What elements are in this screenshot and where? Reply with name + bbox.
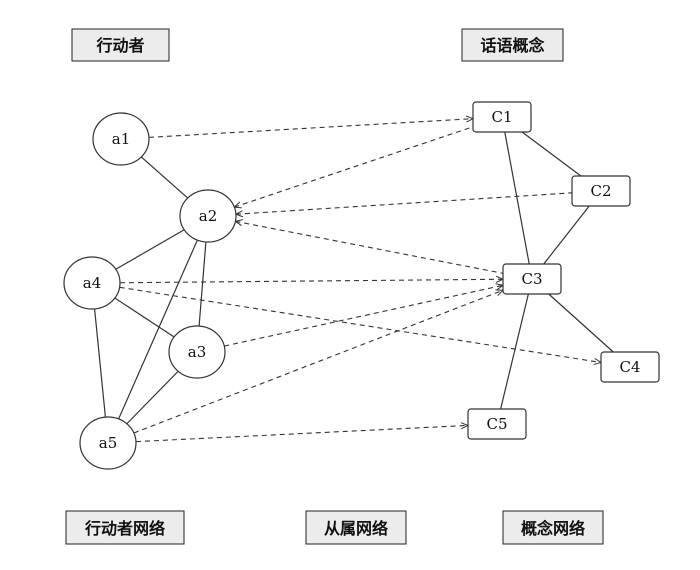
concept-edge-C1-C3 bbox=[504, 131, 530, 265]
concept-node-C4: C4 bbox=[600, 351, 660, 383]
concept-node-label: C4 bbox=[619, 358, 640, 376]
actor-network-label: 行动者网络 bbox=[65, 510, 185, 545]
concept-node-shape bbox=[472, 101, 532, 133]
concept-edge-C2-C3 bbox=[543, 205, 590, 265]
concept-network-label-text: 概念网络 bbox=[521, 519, 585, 538]
concept-node-label: C1 bbox=[491, 108, 512, 126]
concept-edge-C1-C2 bbox=[521, 131, 582, 177]
concept-node-C3: C3 bbox=[502, 263, 562, 295]
actor-node-label: a5 bbox=[99, 434, 118, 452]
affiliation-edge-a2-C3 bbox=[235, 221, 504, 274]
actor-node-a2: a2 bbox=[179, 189, 237, 243]
actor-node-label: a1 bbox=[112, 130, 131, 148]
edges-layer bbox=[93, 119, 614, 443]
actors-header-text: 行动者 bbox=[95, 36, 144, 55]
actor-network-label-text: 行动者网络 bbox=[84, 519, 165, 538]
actor-node-shape bbox=[92, 112, 150, 166]
actor-edge-a1-a2 bbox=[140, 156, 189, 199]
actors-header: 行动者 bbox=[71, 28, 170, 62]
concept-edge-C3-C4 bbox=[548, 293, 614, 353]
actor-node-a3: a3 bbox=[168, 325, 226, 379]
actor-node-shape bbox=[63, 256, 121, 310]
affiliation-edge-a1-C1 bbox=[148, 119, 473, 138]
affiliation-network-label: 从属网络 bbox=[305, 510, 407, 545]
concept-node-shape bbox=[600, 351, 660, 383]
actor-node-a5: a5 bbox=[79, 416, 137, 470]
affiliation-network-label-text: 从属网络 bbox=[324, 519, 388, 538]
affiliation-edge-a4-C4 bbox=[119, 286, 601, 362]
concept-node-C2: C2 bbox=[571, 175, 631, 207]
discourse-concepts-header: 话语概念 bbox=[461, 28, 564, 62]
actor-edge-a4-a5 bbox=[93, 308, 107, 418]
affiliation-edge-a5-C3 bbox=[133, 290, 503, 434]
actor-node-shape bbox=[179, 189, 237, 243]
actor-node-shape bbox=[168, 325, 226, 379]
concept-edge-C3-C5 bbox=[500, 293, 529, 410]
affiliation-edge-a2-C1 bbox=[234, 126, 474, 207]
concept-node-shape bbox=[467, 408, 527, 440]
concept-node-C1: C1 bbox=[472, 101, 532, 133]
affiliation-edge-a2-C2 bbox=[236, 192, 573, 214]
actor-node-a4: a4 bbox=[63, 256, 121, 310]
actor-edge-a2-a3 bbox=[198, 241, 207, 327]
actor-edge-a2-a5 bbox=[118, 239, 198, 420]
actor-node-a1: a1 bbox=[92, 112, 150, 166]
actor-edge-a2-a4 bbox=[115, 229, 185, 270]
concept-node-shape bbox=[571, 175, 631, 207]
concept-node-shape bbox=[502, 263, 562, 295]
concept-node-C5: C5 bbox=[467, 408, 527, 440]
discourse-concepts-header-text: 话语概念 bbox=[480, 36, 545, 55]
concept-network-label: 概念网络 bbox=[502, 510, 604, 545]
actor-edge-a3-a5 bbox=[126, 370, 179, 425]
actor-node-shape bbox=[79, 416, 137, 470]
affiliation-edge-a3-C3 bbox=[224, 285, 503, 347]
concept-node-label: C2 bbox=[590, 182, 611, 200]
actor-node-label: a3 bbox=[188, 343, 207, 361]
concept-node-label: C3 bbox=[521, 270, 542, 288]
actor-node-label: a2 bbox=[199, 207, 218, 225]
affiliation-edge-a5-C5 bbox=[135, 425, 468, 443]
actor-node-label: a4 bbox=[83, 274, 102, 292]
affiliation-edge-a4-C3 bbox=[119, 279, 503, 284]
actor-edge-a4-a3 bbox=[114, 297, 175, 338]
concept-node-label: C5 bbox=[486, 415, 507, 433]
